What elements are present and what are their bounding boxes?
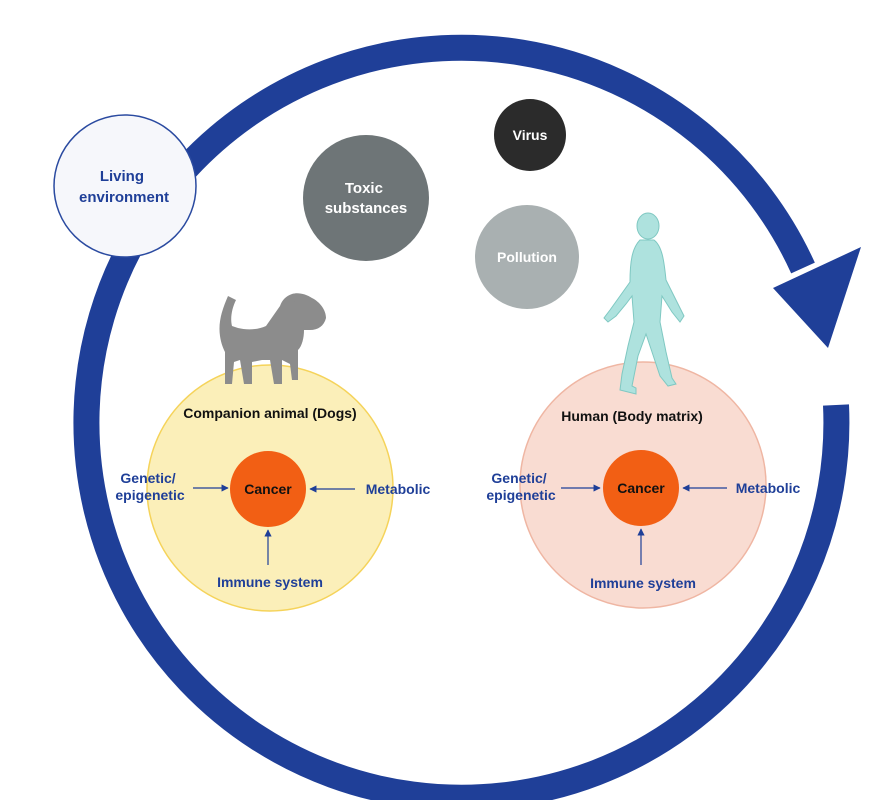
dog-icon [219, 293, 326, 384]
walking-person-icon [603, 212, 685, 395]
companion-animal-title: Companion animal (Dogs) [183, 405, 356, 421]
companion-genetic-label: Genetic/ epigenetic [115, 470, 184, 503]
pollution-circle [475, 205, 579, 309]
pollution-label: Pollution [497, 249, 557, 265]
toxic-substances-circle [303, 135, 429, 261]
human-immune-label: Immune system [590, 575, 696, 591]
companion-cancer-label: Cancer [244, 481, 292, 497]
companion-immune-label: Immune system [217, 574, 323, 590]
human-cancer-label: Cancer [617, 480, 665, 496]
human-genetic-label: Genetic/ epigenetic [486, 470, 555, 503]
living-environment-label: Living environment [79, 168, 169, 206]
virus-circle [494, 99, 566, 171]
companion-metabolic-label: Metabolic [366, 481, 431, 497]
virus-label: Virus [513, 127, 548, 143]
human-cancer-circle [603, 450, 679, 526]
cycle-ring [73, 34, 850, 800]
cycle-arrowhead [773, 247, 861, 348]
human-metabolic-label: Metabolic [736, 480, 801, 496]
toxic-substances-label: Toxic substances [325, 180, 408, 217]
companion-cancer-circle [230, 451, 306, 527]
living-environment-circle [53, 114, 197, 258]
human-title: Human (Body matrix) [561, 408, 703, 424]
